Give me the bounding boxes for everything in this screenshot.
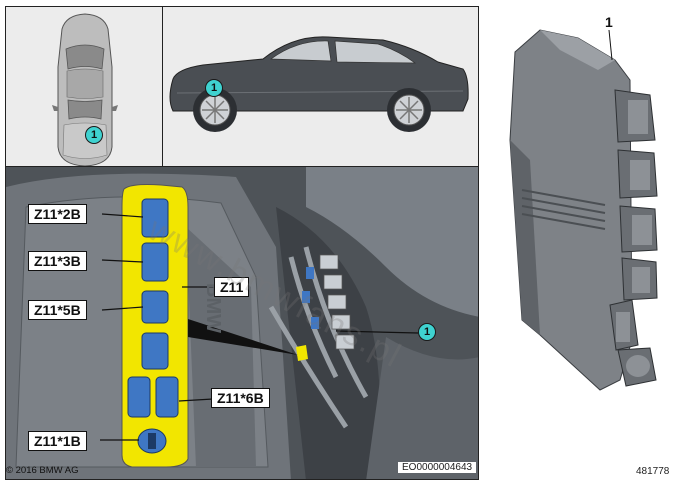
- reference-number: 481778: [636, 466, 670, 477]
- label-z11-1b: Z11*1B: [28, 431, 87, 451]
- callout-circle-side: 1: [205, 79, 223, 97]
- side-view-panel: 1: [162, 6, 479, 167]
- engine-bay-panel: BMW Z11*2B Z11*3B Z11*5B Z11 Z11*6B Z11*…: [5, 166, 479, 480]
- label-z11-6b: Z11*6B: [211, 388, 270, 408]
- car-side-view-illustration: [169, 36, 469, 132]
- label-z11-3b: Z11*3B: [28, 251, 87, 271]
- label-z11: Z11: [214, 277, 250, 297]
- copyright-text: © 2016 BMW AG: [6, 465, 79, 476]
- callout-circle-engine: 1: [418, 323, 436, 341]
- part-number-label: 1: [605, 14, 613, 30]
- car-top-view-illustration: [52, 13, 118, 166]
- label-z11-2b: Z11*2B: [28, 204, 87, 224]
- callout-circle-top: 1: [85, 126, 103, 144]
- label-z11-5b: Z11*5B: [28, 300, 87, 320]
- top-view-panel: 1: [5, 6, 163, 167]
- image-code: EO0000004643: [398, 462, 477, 473]
